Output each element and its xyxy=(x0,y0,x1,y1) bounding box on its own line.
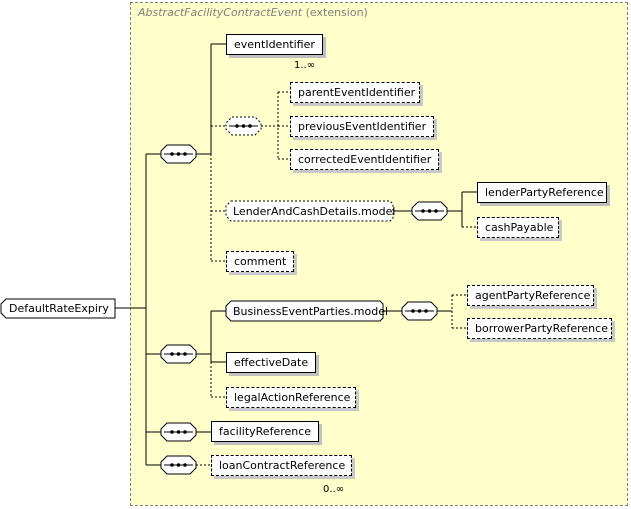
element-loanContractReference[interactable]: loanContractReference xyxy=(211,455,352,476)
extension-suffix: (extension) xyxy=(305,6,368,19)
model-BusinessEventParties[interactable]: BusinessEventParties.model xyxy=(233,304,389,318)
loanContractReference-multiplicity: 0..∞ xyxy=(323,484,345,495)
element-agentPartyReference[interactable]: agentPartyReference xyxy=(467,285,594,306)
extension-type-name: AbstractFacilityContractEvent xyxy=(138,6,303,19)
element-facilityReference[interactable]: facilityReference xyxy=(211,421,319,442)
root-element-DefaultRateExpiry[interactable]: DefaultRateExpiry xyxy=(9,302,109,315)
model-LenderAndCashDetails[interactable]: LenderAndCashDetails.model xyxy=(233,204,396,218)
sequence-compositor-lender xyxy=(411,201,448,221)
element-parentEventIdentifier[interactable]: parentEventIdentifier xyxy=(290,82,420,103)
parties-model-shape xyxy=(225,300,384,322)
root-element-shape xyxy=(0,298,116,319)
element-previousEventIdentifier[interactable]: previousEventIdentifier xyxy=(290,116,434,137)
sequence-compositor-2 xyxy=(160,344,197,364)
element-legalActionReference[interactable]: legalActionReference xyxy=(226,387,356,408)
sequence-compositor-4 xyxy=(160,455,197,475)
element-cashPayable[interactable]: cashPayable xyxy=(477,217,559,238)
element-effectiveDate[interactable]: effectiveDate xyxy=(226,352,316,373)
sequence-compositor-parties xyxy=(401,301,438,321)
sequence-compositor-1 xyxy=(160,144,197,164)
sequence-compositor-3 xyxy=(160,422,197,442)
element-lenderPartyReference[interactable]: lenderPartyReference xyxy=(477,182,607,203)
element-comment[interactable]: comment xyxy=(226,251,294,272)
element-correctedEventIdentifier[interactable]: correctedEventIdentifier xyxy=(290,149,439,170)
eventIdentifier-multiplicity: 1..∞ xyxy=(294,60,316,71)
element-eventIdentifier[interactable]: eventIdentifier xyxy=(226,34,323,55)
choice-compositor xyxy=(225,116,262,136)
extension-title: AbstractFacilityContractEvent (extension… xyxy=(138,6,368,19)
lender-model-shape xyxy=(225,200,394,222)
element-borrowerPartyReference[interactable]: borrowerPartyReference xyxy=(467,318,612,339)
